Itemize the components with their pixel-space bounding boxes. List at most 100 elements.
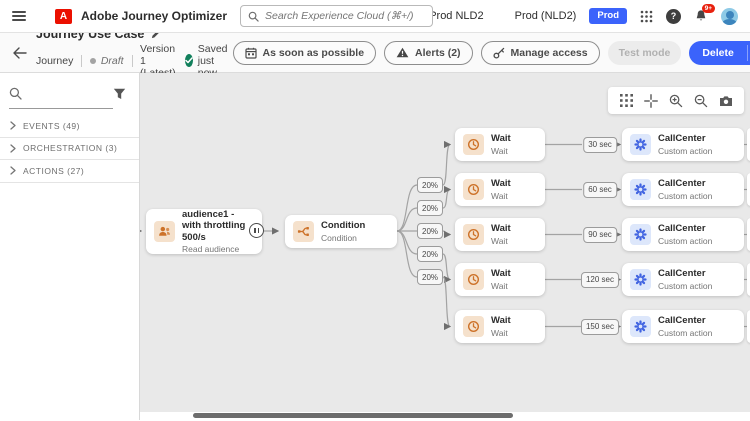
adobe-logo-icon: A [55, 8, 72, 24]
wait-clock-icon [463, 269, 484, 290]
schedule-button[interactable]: As soon as possible [232, 40, 377, 65]
custom-action-gear-icon [630, 179, 651, 200]
app-title: Adobe Journey Optimizer [81, 9, 228, 23]
condition-icon [293, 221, 314, 242]
alerts-button[interactable]: Alerts (2) [384, 40, 473, 65]
canvas-toolbar [608, 87, 744, 114]
node-title: CallCenter [658, 223, 706, 235]
node-subtitle: Wait [491, 145, 508, 156]
app-switcher-icon[interactable] [640, 10, 653, 23]
help-icon[interactable]: ? [666, 8, 681, 24]
search-input[interactable] [265, 10, 425, 22]
chevron-right-icon [10, 166, 16, 175]
sidebar-section-events[interactable]: EVENTS (49) [0, 115, 139, 138]
offscreen-node-edge [747, 173, 750, 206]
audience-icon [154, 221, 175, 242]
node-title: Wait [491, 133, 511, 145]
manage-access-button[interactable]: Manage access [480, 40, 600, 65]
custom-action-gear-icon [630, 269, 651, 290]
chevron-right-icon [10, 144, 16, 153]
percent-label: 20% [416, 223, 444, 239]
delete-button[interactable]: Delete [702, 46, 734, 59]
node-subtitle: Custom action [658, 235, 713, 246]
node-title: audience1 - with throttling 500/s [182, 208, 246, 243]
section-label: ACTIONS (27) [23, 165, 85, 176]
hamburger-menu-icon[interactable] [12, 11, 26, 21]
percent-label: 20% [416, 200, 444, 216]
grid-view-icon[interactable] [619, 94, 633, 107]
chevron-right-icon [10, 121, 16, 130]
delay-label: 30 sec [583, 136, 617, 153]
notifications-bell-icon[interactable]: 9+ [694, 4, 715, 23]
node-title: Condition [321, 220, 366, 232]
node-subtitle: Condition [321, 232, 357, 243]
delay-label: 60 sec [583, 181, 617, 198]
offscreen-node-edge [747, 263, 750, 296]
node-title: Wait [491, 223, 511, 235]
node-palette-sidebar: EVENTS (49) ORCHESTRATION (3) ACTIONS (2… [0, 73, 140, 420]
node-subtitle: Custom action [658, 327, 713, 338]
status-dot-icon [89, 57, 96, 64]
test-mode-button[interactable]: Test mode [607, 40, 682, 65]
node-title: Wait [491, 268, 511, 280]
node-title: CallCenter [658, 133, 706, 145]
journey-header: Journey Use Case Journey Draft Version 1… [0, 27, 750, 79]
node-subtitle: Wait [491, 327, 508, 338]
user-avatar[interactable] [721, 7, 738, 25]
environment-selector[interactable]: Prod (NLD2) [514, 10, 577, 22]
calendar-icon [244, 47, 257, 59]
node-subtitle: Wait [491, 190, 508, 201]
node-title: CallCenter [658, 315, 706, 327]
audience-node[interactable]: audience1 - with throttling 500/s Read a… [146, 209, 262, 254]
wait-clock-icon [463, 224, 484, 245]
object-type-label: Journey [36, 54, 74, 67]
custom-action-gear-icon [630, 224, 651, 245]
fit-layout-icon[interactable] [643, 93, 658, 108]
palette-search-icon[interactable] [9, 87, 22, 105]
custom-action-gear-icon [630, 316, 651, 337]
wait-clock-icon [463, 179, 484, 200]
custom-action-gear-icon [630, 134, 651, 155]
percent-label: 20% [416, 177, 444, 193]
node-subtitle: Wait [491, 280, 508, 291]
node-subtitle: Wait [491, 235, 508, 246]
filter-icon[interactable] [113, 87, 126, 105]
node-title: CallCenter [658, 178, 706, 190]
delay-label: 150 sec [580, 318, 620, 335]
search-icon [248, 11, 259, 22]
node-subtitle: Read audience [182, 244, 240, 255]
offscreen-node-edge [747, 128, 750, 161]
percent-label: 20% [416, 269, 444, 285]
offscreen-node-edge [747, 218, 750, 251]
throttling-pause-icon [249, 223, 264, 238]
journey-canvas[interactable]: audience1 - with throttling 500/s Read a… [140, 73, 750, 420]
notification-count-badge: 9+ [701, 4, 715, 13]
node-subtitle: Custom action [658, 145, 713, 156]
sidebar-section-orchestration[interactable]: ORCHESTRATION (3) [0, 138, 139, 160]
divider [746, 44, 748, 61]
delay-label: 120 sec [580, 271, 620, 288]
sidebar-section-actions[interactable]: ACTIONS (27) [0, 160, 139, 183]
section-label: EVENTS (49) [23, 120, 80, 131]
condition-node[interactable]: Condition Condition [285, 215, 397, 248]
horizontal-scrollbar[interactable] [193, 413, 513, 418]
delay-label: 90 sec [583, 226, 617, 243]
node-subtitle: Custom action [658, 280, 713, 291]
zoom-out-icon[interactable] [694, 94, 708, 108]
back-button[interactable] [12, 43, 28, 63]
screenshot-camera-icon[interactable] [719, 95, 733, 107]
node-subtitle: Custom action [658, 190, 713, 201]
global-search[interactable] [240, 5, 433, 27]
zoom-in-icon[interactable] [669, 94, 683, 108]
offscreen-node-edge [747, 310, 750, 343]
